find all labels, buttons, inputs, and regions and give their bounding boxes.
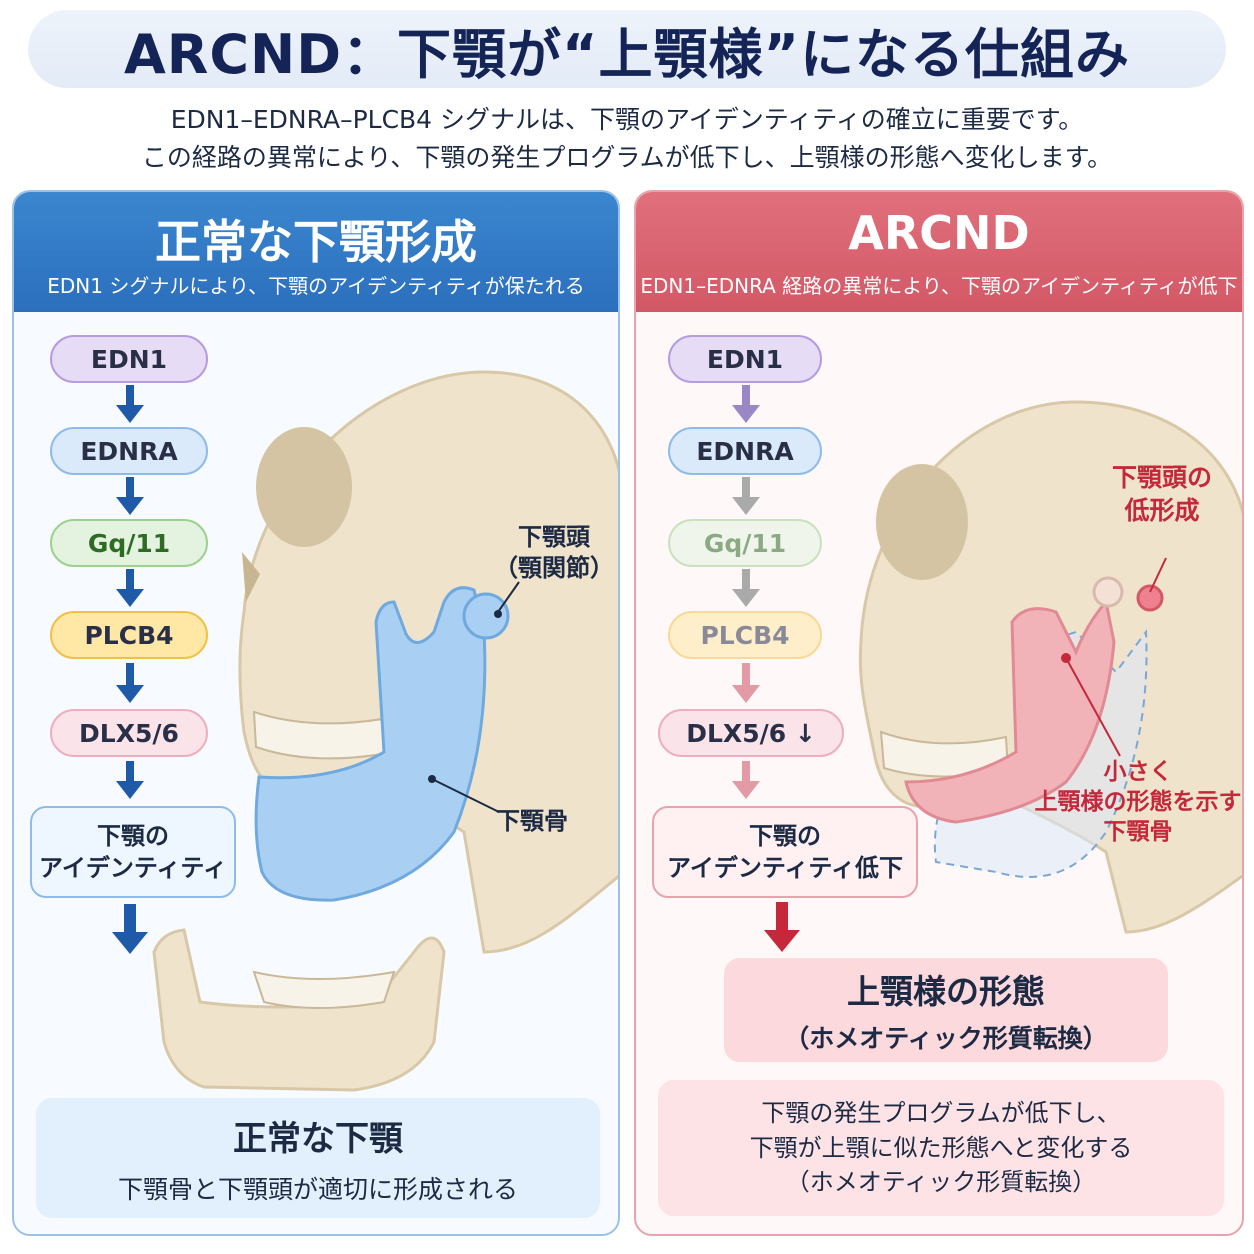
arrow-down-icon: [116, 569, 144, 607]
subtitle-line-2: この経路の異常により、下顎の発生プログラムが低下し、上顎様の形態へ変化します。: [141, 143, 1113, 172]
condyle-pointer: [497, 581, 520, 613]
condyle-pointer: [1149, 557, 1167, 593]
arrow-down-icon: [116, 385, 144, 423]
normal-result-box: 正常な下顎 下顎骨と下顎頭が適切に形成される: [36, 1098, 600, 1218]
node-dlx56: DLX5/6: [50, 709, 208, 757]
node-edn1: EDN1: [50, 335, 208, 383]
arcnd-panel-title: ARCND: [848, 206, 1030, 260]
arrow-down-icon: [116, 477, 144, 515]
node-gq11: Gq/11: [50, 519, 208, 567]
subtitle-line-1: EDN1–EDNRA–PLCB4 シグナルは、下顎のアイデンティティの確立に重要…: [170, 105, 1084, 134]
arrow-down-icon: [732, 569, 760, 607]
arrow-down-icon: [732, 761, 760, 799]
node-plcb4: PLCB4: [668, 611, 822, 659]
identity-line-1: 下顎の: [749, 821, 821, 850]
node-edn1: EDN1: [668, 335, 822, 383]
page-title: ARCND：下顎が“上顎様”になる仕組み: [124, 22, 1130, 86]
outcome-title: 上顎様の形態: [847, 972, 1045, 1011]
normal-result-title: 正常な下顎: [233, 1118, 403, 1159]
identity-box: 下顎の アイデンティティ: [30, 806, 236, 898]
condyle-small: [1092, 576, 1124, 608]
node-gq11: Gq/11: [668, 519, 822, 567]
node-plcb4: PLCB4: [50, 611, 208, 659]
condyle: [462, 592, 510, 640]
arrow-down-icon: [116, 761, 144, 799]
arrow-down-icon: [732, 477, 760, 515]
label-small-mandible: 小さく 上顎様の形態を示す 下顎骨: [1034, 759, 1242, 845]
condyle-marker: [1136, 584, 1164, 612]
nasal-cavity: [242, 552, 260, 602]
arcnd-result-line-1: 下顎の発生プログラムが低下し、: [761, 1098, 1121, 1127]
normal-panel-title: 正常な下顎形成: [155, 215, 477, 269]
identity-line-2: アイデンティティ低下: [667, 854, 903, 882]
identity-line-1: 下顎の: [97, 821, 169, 850]
normal-panel-header: 正常な下顎形成 EDN1 シグナルにより、下顎のアイデンティティが保たれる: [14, 192, 618, 312]
outcome-subtitle: （ホメオティック形質転換）: [784, 1024, 1108, 1053]
detached-mandible: [152, 928, 446, 1092]
arcnd-skull-illustration: [858, 400, 1242, 934]
big-arrow-down-icon: [112, 904, 148, 954]
arrow-down-icon: [116, 663, 144, 703]
detached-teeth: [252, 970, 396, 1009]
arcnd-result-line-2: 下顎が上顎に似た形態へと変化する: [749, 1133, 1133, 1162]
mandible-blue: [254, 586, 487, 902]
arrow-down-icon: [732, 663, 760, 703]
arcnd-result-box: 下顎の発生プログラムが低下し、 下顎が上顎に似た形態へと変化する （ホメオティッ…: [658, 1080, 1224, 1216]
identity-low-box: 下顎の アイデンティティ低下: [652, 806, 918, 898]
label-mandible: 下顎骨: [496, 807, 568, 835]
normal-panel-subtitle: EDN1 シグナルにより、下顎のアイデンティティが保たれる: [47, 274, 585, 298]
mandible-pointer: [1065, 657, 1121, 757]
outcome-box: 上顎様の形態 （ホメオティック形質転換）: [724, 958, 1168, 1062]
label-condyle: 下顎頭 （顎関節）: [494, 523, 614, 583]
node-ednra: EDNRA: [668, 427, 822, 475]
eye-socket: [256, 427, 352, 547]
arcnd-panel: ARCND EDN1–EDNRA 経路の異常により、下顎のアイデンティティが低下…: [634, 190, 1244, 1236]
node-ednra: EDNRA: [50, 427, 208, 475]
mandible-pointer: [431, 778, 500, 813]
node-dlx56-down: DLX5/6 ↓: [658, 709, 844, 757]
arcnd-panel-subtitle: EDN1–EDNRA 経路の異常により、下顎のアイデンティティが低下: [640, 274, 1238, 298]
title-banner: ARCND：下顎が“上顎様”になる仕組み: [28, 10, 1226, 88]
arcnd-panel-header: ARCND EDN1–EDNRA 経路の異常により、下顎のアイデンティティが低下: [636, 192, 1242, 312]
arcnd-result-line-3: （ホメオティック形質転換）: [785, 1168, 1097, 1197]
label-condyle-hypoplasia: 下顎頭の 低形成: [1112, 463, 1213, 525]
identity-line-2: アイデンティティ: [39, 854, 227, 882]
big-arrow-down-icon: [764, 902, 800, 952]
arrow-down-icon: [732, 385, 760, 423]
normal-skull-illustration: [152, 370, 618, 1092]
normal-result-text: 下顎骨と下顎頭が適切に形成される: [117, 1174, 518, 1204]
eye-socket: [876, 464, 968, 580]
normal-panel: 正常な下顎形成 EDN1 シグナルにより、下顎のアイデンティティが保たれる ED…: [12, 190, 620, 1236]
